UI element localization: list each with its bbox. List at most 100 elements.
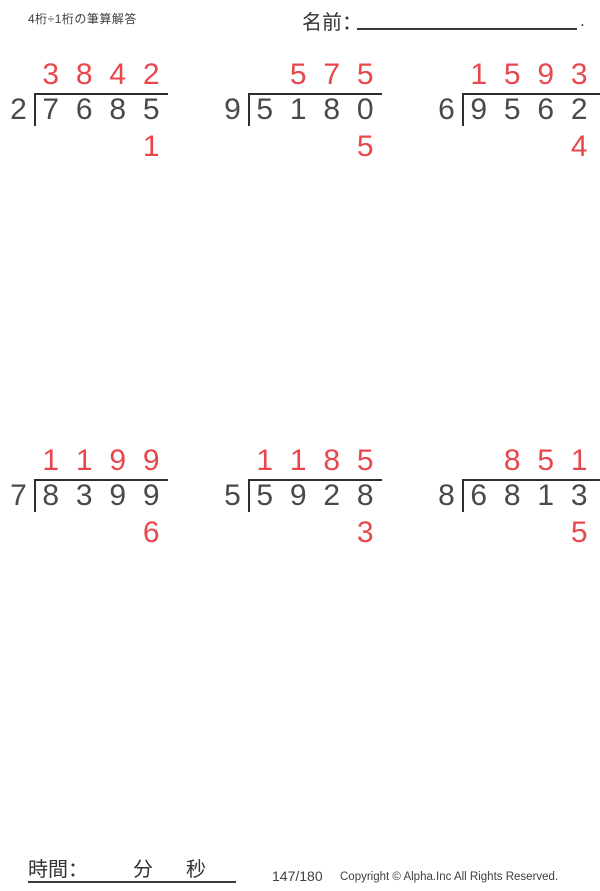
dividend-digit: 8 <box>356 479 374 512</box>
division-bracket-line <box>34 479 168 481</box>
worksheet-title: 4桁÷1桁の筆算解答 <box>28 12 137 26</box>
divisor-digit: 2 <box>10 93 27 126</box>
quotient-digit: 1 <box>42 444 60 477</box>
divisor-digit: 7 <box>10 479 27 512</box>
quotient-digit: 7 <box>323 58 341 91</box>
dividend-digit: 9 <box>109 479 127 512</box>
division-bracket-bar <box>248 479 250 512</box>
quotient-digit: 5 <box>503 58 521 91</box>
quotient-digit: 8 <box>75 58 93 91</box>
remainder-digit <box>462 518 496 548</box>
remainder-digit: 5 <box>570 516 588 549</box>
dividend-digit: 2 <box>570 93 588 126</box>
remainder-digit <box>282 132 316 162</box>
divisor-digit: 9 <box>224 93 241 126</box>
dividend-digit: 8 <box>323 93 341 126</box>
division-bracket-bar <box>248 93 250 126</box>
remainder-digit <box>315 132 349 162</box>
division-bracket-bar <box>462 93 464 126</box>
remainder-row: 4 <box>462 132 596 162</box>
quotient-digit: 5 <box>356 58 374 91</box>
divisor-digit: 6 <box>438 93 455 126</box>
remainder-digit <box>315 518 349 548</box>
dividend-digit: 5 <box>256 479 274 512</box>
remainder-digit: 6 <box>142 516 160 549</box>
division-bracket-line <box>462 93 600 95</box>
quotient-digit <box>462 446 496 476</box>
dividend-digit: 9 <box>142 479 160 512</box>
quotient-digit: 1 <box>256 444 274 477</box>
remainder-digit <box>462 132 496 162</box>
dividend-digit: 6 <box>470 479 488 512</box>
remainder-digit <box>496 518 530 548</box>
dividend-digit: 0 <box>356 93 374 126</box>
remainder-digit: 4 <box>570 130 588 163</box>
remainder-row: 5 <box>462 518 596 548</box>
division-bracket-line <box>34 93 168 95</box>
dividend-digit: 9 <box>470 93 488 126</box>
division-bracket-bar <box>34 479 36 512</box>
dividend-digit: 2 <box>323 479 341 512</box>
remainder-digit: 1 <box>142 130 160 163</box>
dividend-digit: 5 <box>503 93 521 126</box>
division-bracket-line <box>248 93 382 95</box>
time-label: 時間： <box>28 859 88 881</box>
quotient-digit: 1 <box>470 58 488 91</box>
remainder-row: 1 <box>34 132 168 162</box>
division-bracket-bar <box>34 93 36 126</box>
remainder-digit <box>34 518 68 548</box>
remainder-digit: 5 <box>356 130 374 163</box>
remainder-digit <box>68 132 102 162</box>
dividend-digit: 6 <box>537 93 555 126</box>
dividend-digit: 5 <box>256 93 274 126</box>
remainder-digit <box>496 132 530 162</box>
remainder-digit <box>529 518 563 548</box>
quotient-digit: 4 <box>109 58 127 91</box>
dividend-digit: 6 <box>75 93 93 126</box>
dividend-digit: 3 <box>75 479 93 512</box>
dividend-digit: 9 <box>289 479 307 512</box>
name-period: . <box>580 11 585 30</box>
remainder-digit <box>248 132 282 162</box>
copyright-text: Copyright © Alpha.Inc All Rights Reserve… <box>340 871 559 883</box>
quotient-digit <box>248 60 282 90</box>
remainder-digit <box>282 518 316 548</box>
seconds-label: 秒 <box>186 859 206 881</box>
remainder-digit <box>68 518 102 548</box>
remainder-row: 6 <box>34 518 168 548</box>
quotient-digit: 1 <box>570 444 588 477</box>
remainder-digit <box>248 518 282 548</box>
division-bracket-line <box>462 479 600 481</box>
quotient-digit: 1 <box>75 444 93 477</box>
dividend-digit: 5 <box>142 93 160 126</box>
quotient-digit: 8 <box>323 444 341 477</box>
quotient-digit: 1 <box>289 444 307 477</box>
remainder-digit <box>529 132 563 162</box>
quotient-digit: 9 <box>142 444 160 477</box>
dividend-digit: 8 <box>42 479 60 512</box>
remainder-row: 5 <box>248 132 382 162</box>
quotient-digit: 5 <box>356 444 374 477</box>
name-underline <box>357 28 577 30</box>
quotient-digit: 5 <box>289 58 307 91</box>
page-number: 147/180 <box>272 868 323 884</box>
